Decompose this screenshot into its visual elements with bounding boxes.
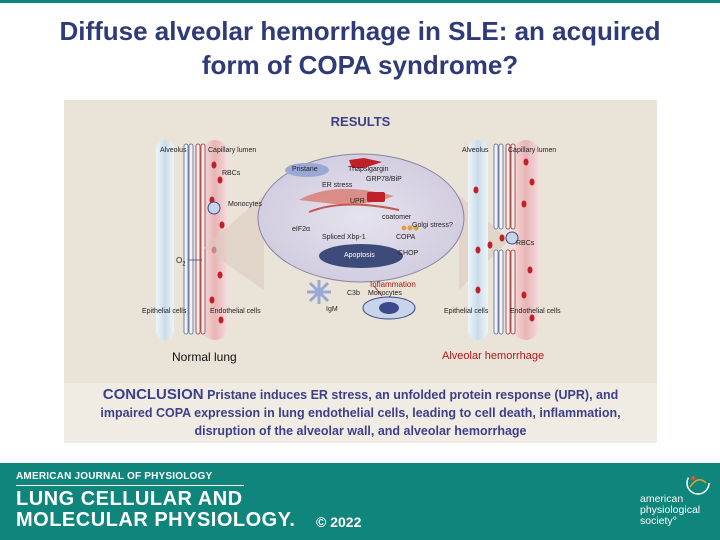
right-endothelial-label: Endothelial cells [510, 308, 561, 315]
right-rbcs [473, 158, 535, 322]
golgi-vesicles [401, 225, 419, 231]
left-alveolus [156, 140, 174, 340]
copyright-year: © 2022 [316, 514, 362, 530]
right-monocyte [505, 231, 519, 245]
stress-inputs [285, 158, 382, 177]
left-epithelial-label: Epithelial cells [142, 308, 187, 315]
right-endothelial-wall [505, 143, 516, 335]
left-monocyte [207, 201, 221, 215]
right-epithelial-wall [493, 143, 504, 335]
c3b-label: C3b [347, 290, 360, 297]
igm-molecule [307, 280, 331, 304]
society-line2: physiological [640, 504, 701, 516]
left-endothelial-label: Endothelial cells [210, 308, 261, 315]
journal-series-name: AMERICAN JOURNAL OF PHYSIOLOGY [16, 471, 213, 482]
eif2a-label: eIF2α [292, 226, 311, 233]
top-accent-line [0, 0, 720, 3]
apoptosis-label: Apoptosis [344, 252, 375, 259]
left-monocytes-label: Monocytes [228, 201, 262, 208]
o2-label: O2 [176, 256, 186, 268]
coatomer-label: coatomer [382, 214, 412, 221]
thapsigargin-label: Thapsigargin [348, 166, 389, 173]
monocytes-label: Monocytes [368, 290, 402, 297]
alveolar-hemorrhage-caption: Alveolar hemorrhage [442, 350, 545, 362]
er-stress-label: ER stress [322, 182, 353, 189]
graphical-abstract-panel: RESULTS Alveolus Capillary lumen RBCs Mo… [64, 100, 657, 443]
society-mark: ° [672, 515, 677, 527]
right-capillary [512, 140, 540, 340]
hemorrhage-lung-illustration [468, 140, 540, 340]
right-capillary-label: Capillary lumen [508, 147, 557, 154]
er-fold [308, 203, 400, 213]
results-diagram [156, 140, 540, 340]
pristane-blob [285, 163, 329, 177]
apoptosis-nucleus [319, 244, 403, 268]
left-endothelial-wall [195, 143, 206, 335]
chop-label: CHOP [398, 250, 419, 257]
journal-title: LUNG CELLULAR AND MOLECULAR PHYSIOLOGY. [16, 489, 295, 531]
left-alveolus-label: Alveolus [160, 147, 187, 154]
results-heading: RESULTS [330, 114, 391, 129]
conclusion-text: CONCLUSION Pristane induces ER stress, a… [94, 386, 627, 440]
golgi-stress-label: Golgi stress? [412, 222, 453, 229]
xbp1-label: Spliced Xbp-1 [322, 234, 366, 241]
journal-footer: AMERICAN JOURNAL OF PHYSIOLOGY LUNG CELL… [0, 463, 720, 540]
right-rbcs-label: RBCs [516, 240, 535, 247]
society-line3: society° [640, 516, 700, 527]
endothelial-cell [257, 153, 465, 283]
journal-title-line2: MOLECULAR PHYSIOLOGY. [16, 509, 296, 531]
inflammation-arrow [373, 285, 383, 297]
society-line1: american [640, 493, 684, 505]
inflammation-label: Inflammation [370, 280, 416, 289]
monocyte-nucleus [379, 302, 399, 314]
left-rbcs-label: RBCs [222, 170, 241, 177]
igm-label: IgM [326, 306, 338, 313]
left-epithelial-wall [183, 143, 194, 335]
thapsigargin-star [349, 158, 382, 168]
pristane-label: Pristane [292, 166, 318, 173]
society-name: american physiological society° [640, 494, 700, 527]
journal-title-line1: LUNG CELLULAR AND [16, 488, 243, 510]
right-epithelial-label: Epithelial cells [444, 308, 489, 315]
grp78-label: GRP78/BiP [366, 176, 402, 183]
normal-lung-illustration [156, 140, 228, 340]
conclusion-label: CONCLUSION [102, 386, 204, 403]
right-alveolus [468, 140, 488, 340]
normal-lung-caption: Normal lung [172, 350, 237, 364]
left-capillary-label: Capillary lumen [208, 147, 257, 154]
conclusion-body: Pristane induces ER stress, an unfolded … [100, 388, 621, 438]
zoom-wedge-left [204, 195, 264, 290]
society-line3-text: society [640, 515, 673, 527]
journal-divider [16, 485, 244, 486]
right-alveolus-label: Alveolus [462, 147, 489, 154]
upr-badge [367, 192, 385, 202]
page-title: Diffuse alveolar hemorrhage in SLE: an a… [59, 16, 661, 80]
copa-label: COPA [396, 234, 416, 241]
upr-label: UPR [350, 198, 365, 205]
o2-subscript: 2 [182, 261, 186, 268]
o2-text: O [176, 256, 183, 265]
